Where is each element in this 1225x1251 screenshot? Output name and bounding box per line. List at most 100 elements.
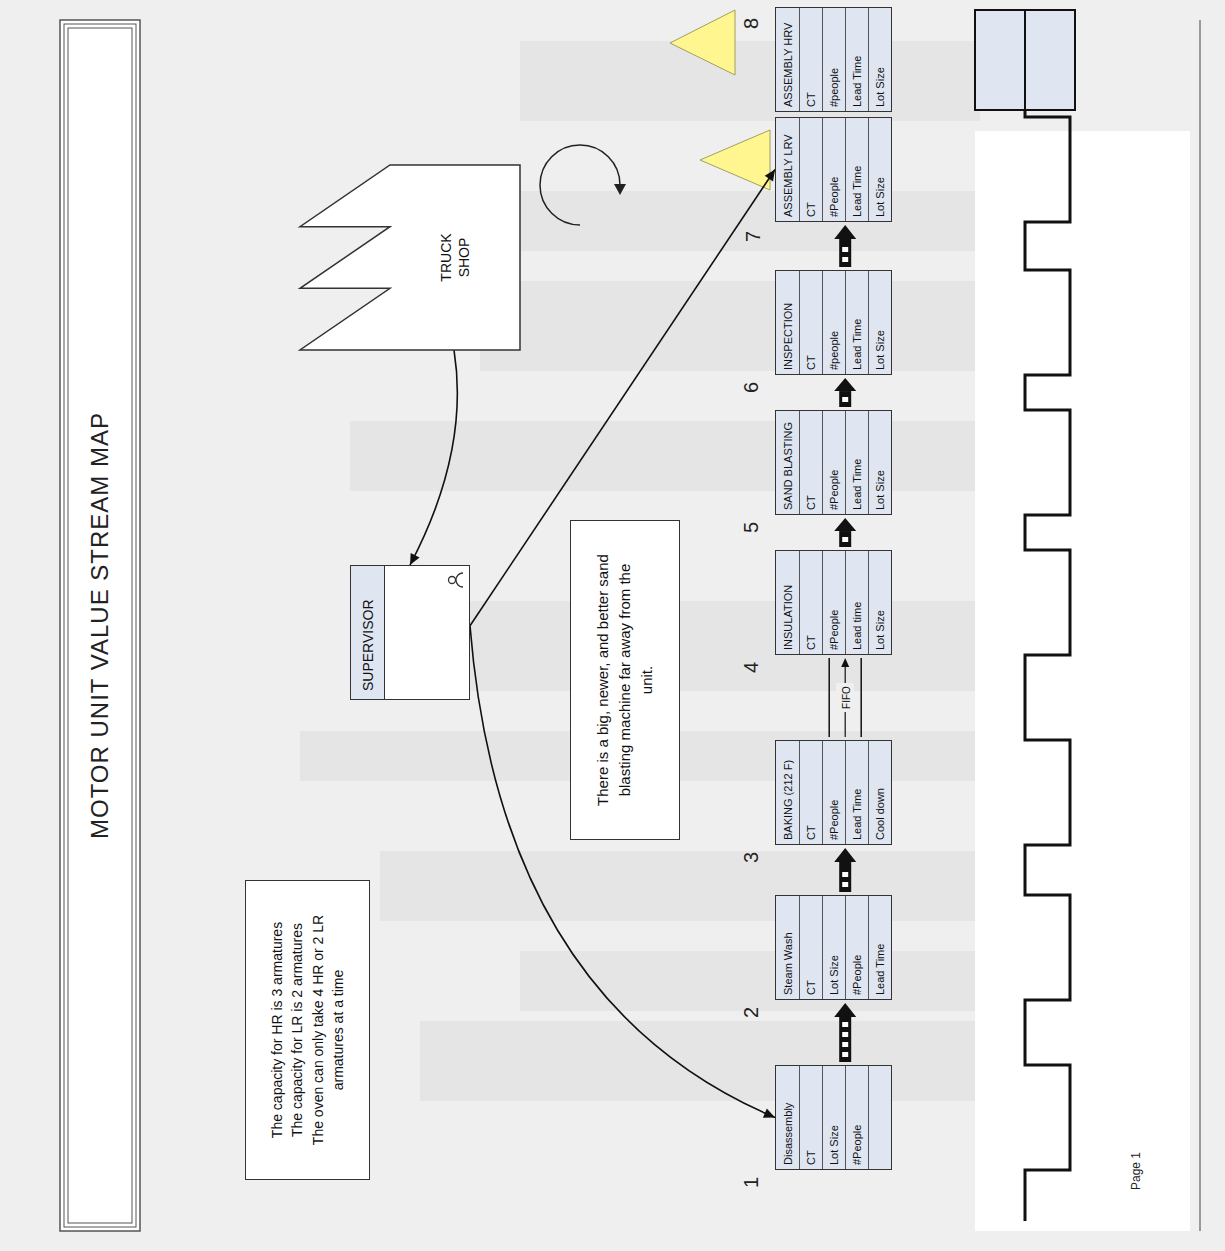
timeline-ladder	[1025, 110, 1070, 1221]
push-arrow-shaft	[839, 239, 851, 267]
fifo-lane	[829, 658, 861, 737]
table-row: CT	[799, 741, 822, 844]
skyline-block	[520, 951, 980, 1011]
table-row: BAKING (212 F)	[776, 741, 799, 844]
box-header: SUPERVISOR	[351, 566, 385, 699]
table-row: CT	[799, 1066, 822, 1169]
inventory-triangle	[670, 10, 735, 75]
title-frame-middle	[64, 24, 136, 1227]
callout-number-holder: 5	[740, 522, 763, 533]
push-arrow-stripe	[842, 1022, 848, 1027]
push-arrow	[834, 1003, 856, 1062]
table-row: Lot Size	[822, 896, 845, 999]
data-field-label: Lead Time	[851, 56, 863, 107]
table-row: #people	[822, 8, 845, 111]
skyline-block	[450, 601, 980, 691]
process-box: DisassemblyCTLot Size#People	[775, 1065, 892, 1170]
kaizen-cycle-arrow	[540, 145, 620, 225]
process-name: SAND BLASTING	[782, 422, 794, 510]
table-row: Steam Wash	[776, 896, 799, 999]
callout-number-holder: 6	[740, 382, 763, 393]
skyline-block	[480, 281, 980, 371]
push-arrow-stripe	[842, 397, 848, 402]
table-row: #People	[822, 118, 845, 221]
page-label: Page 1	[1129, 1152, 1143, 1190]
operator-head	[449, 577, 456, 584]
push-arrow-stripe	[842, 247, 848, 252]
push-arrow	[834, 518, 856, 547]
supervisor-box: SUPERVISOR	[350, 565, 470, 700]
flow-line	[410, 350, 457, 565]
data-field-label: #People	[828, 470, 840, 510]
callout-number: 6	[740, 382, 762, 393]
table-row	[868, 1066, 891, 1169]
table-row: CT	[799, 411, 822, 514]
table-row: Lead Time	[868, 896, 891, 999]
data-field-label: Lot Size	[874, 610, 886, 650]
table-row: CT	[799, 271, 822, 374]
note-text: The capacity for LR is 2 armatures	[287, 923, 307, 1137]
title-frame-inner	[68, 28, 132, 1223]
process-name: ASSEMBLY HRV	[782, 23, 794, 107]
push-arrow	[834, 848, 856, 892]
note-text: There is a big, newer, and better sand b…	[592, 551, 657, 809]
process-name: Steam Wash	[782, 932, 794, 995]
process-box: ASSEMBLY LRVCT#PeopleLead TimeLot Size	[775, 117, 892, 222]
table-row: Lead time	[845, 551, 868, 654]
data-field-label: Lead time	[851, 602, 863, 650]
table-row: #People	[822, 411, 845, 514]
title-band: MOTOR UNIT VALUE STREAM MAP	[60, 20, 140, 1231]
callout-number-holder: 1	[740, 1177, 763, 1188]
table-row: Lead Time	[845, 271, 868, 374]
operator-body	[456, 573, 463, 587]
arrowhead	[834, 378, 856, 391]
arrowhead	[834, 1003, 856, 1017]
skyline-block	[420, 1021, 980, 1101]
callout-number-holder: 4	[740, 662, 763, 673]
factory-label-area: TRUCK SHOP	[390, 165, 520, 350]
data-field-label: #People	[851, 1125, 863, 1165]
data-field-label: Lead Time	[851, 166, 863, 217]
table-row: #people	[822, 271, 845, 374]
data-field-label: #People	[828, 610, 840, 650]
box-title: SUPERVISOR	[360, 599, 376, 691]
fifo-rail	[860, 658, 862, 737]
table-row: Lot Size	[868, 271, 891, 374]
factory-name: TRUCK SHOP	[437, 233, 473, 281]
table-row: ASSEMBLY HRV	[776, 8, 799, 111]
arrowhead	[834, 518, 856, 531]
arrowhead	[763, 1109, 775, 1118]
push-arrow-shaft	[839, 531, 851, 547]
table-row: Lot Size	[822, 1066, 845, 1169]
factory-shape	[300, 165, 520, 350]
table-row: INSULATION	[776, 551, 799, 654]
data-field-label: CT	[805, 825, 817, 840]
callout-number: 1	[740, 1177, 762, 1188]
process-box: SAND BLASTINGCT#PeopleLead TimeLot Size	[775, 410, 892, 515]
table-row: INSPECTION	[776, 271, 799, 374]
title-frame-outer	[60, 20, 140, 1231]
connector-path	[410, 350, 457, 565]
connector-label: FIFO	[841, 686, 852, 709]
push-arrow	[834, 378, 856, 407]
table-row: Lead Time	[845, 411, 868, 514]
push-arrow-stripe	[842, 1042, 848, 1047]
data-field-label: CT	[805, 495, 817, 510]
table-row: #People	[845, 1066, 868, 1169]
page-label-holder: Page 1	[1126, 1152, 1144, 1190]
table-row: Lead Time	[845, 8, 868, 111]
push-arrow-stripe	[842, 872, 848, 877]
data-field-label: Lead Time	[874, 944, 886, 995]
table-row: ASSEMBLY LRV	[776, 118, 799, 221]
data-field-label: CT	[805, 635, 817, 650]
process-box: INSULATION CT #People Lead time Lot Size	[775, 550, 892, 655]
process-box: INSPECTION CT #people Lead TimeLot Size	[775, 270, 892, 375]
data-field-label: Lot Size	[874, 330, 886, 370]
data-field-label: #people	[828, 331, 840, 370]
data-field-label: CT	[805, 1150, 817, 1165]
data-field-label: Lead Time	[851, 459, 863, 510]
push-arrow-shaft	[839, 1017, 851, 1062]
process-name: INSPECTION	[782, 303, 794, 370]
table-row: CT	[799, 551, 822, 654]
